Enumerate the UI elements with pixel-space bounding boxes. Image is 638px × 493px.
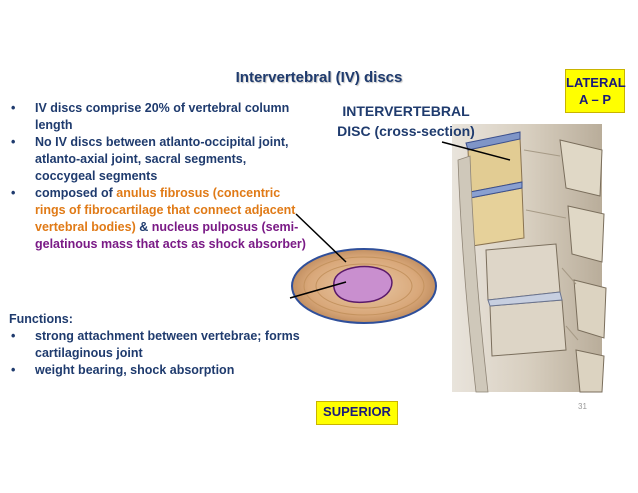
bullet-marker: • (11, 101, 16, 115)
ampersand-text: & (135, 220, 152, 234)
bullet-item: • No IV discs between atlanto-occipital … (9, 134, 309, 185)
function-item: • weight bearing, shock absorption (9, 362, 309, 379)
bullet-list: • IV discs comprise 20% of vertebral col… (9, 100, 309, 253)
function-item: • strong attachment between vertebrae; f… (9, 328, 309, 362)
spine-lateral-image (452, 124, 607, 393)
disc-cross-section-label: INTERVERTEBRAL DISC (cross-section) (330, 101, 482, 141)
function-text: strong attachment between vertebrae; for… (35, 329, 300, 360)
bullet-item: • IV discs comprise 20% of vertebral col… (9, 100, 309, 134)
bullet-marker: • (11, 186, 16, 200)
function-text: weight bearing, shock absorption (35, 363, 235, 377)
anulus-fibrosus-text: anulus fibrosus (concentric rings of fib… (35, 186, 296, 234)
page-number: 31 (578, 402, 587, 411)
lateral-label-line1: LATERAL (566, 75, 626, 90)
bullet-text: No IV discs between atlanto-occipital jo… (35, 135, 289, 183)
nucleus-pulposus-text: nucleus pulposus (semi-gelatinous mass t… (35, 220, 306, 251)
pointer-line-disc (441, 141, 511, 161)
lateral-view-label: LATERAL A – P (565, 69, 626, 113)
bullet-marker: • (11, 363, 16, 377)
lateral-label-line2: A – P (578, 92, 612, 107)
functions-heading: Functions: (9, 312, 73, 326)
slide-title: Intervertebral (IV) discs (235, 69, 403, 86)
superior-view-label: SUPERIOR (316, 401, 398, 425)
bullet-text-prefix: composed of (35, 186, 117, 200)
functions-section: Functions: • strong attachment between v… (9, 311, 309, 379)
bullet-marker: • (11, 135, 16, 149)
bullet-text: IV discs comprise 20% of vertebral colum… (35, 101, 290, 132)
bullet-marker: • (11, 329, 16, 343)
pointer-line-nucleus (289, 281, 347, 299)
disc-label-line2: DISC (cross-section) (337, 123, 475, 139)
disc-cross-section-image (291, 248, 437, 324)
disc-label-line1: INTERVERTEBRAL (342, 103, 470, 119)
pointer-line-anulus (295, 213, 347, 263)
bullet-item: • composed of anulus fibrosus (concentri… (9, 185, 309, 253)
